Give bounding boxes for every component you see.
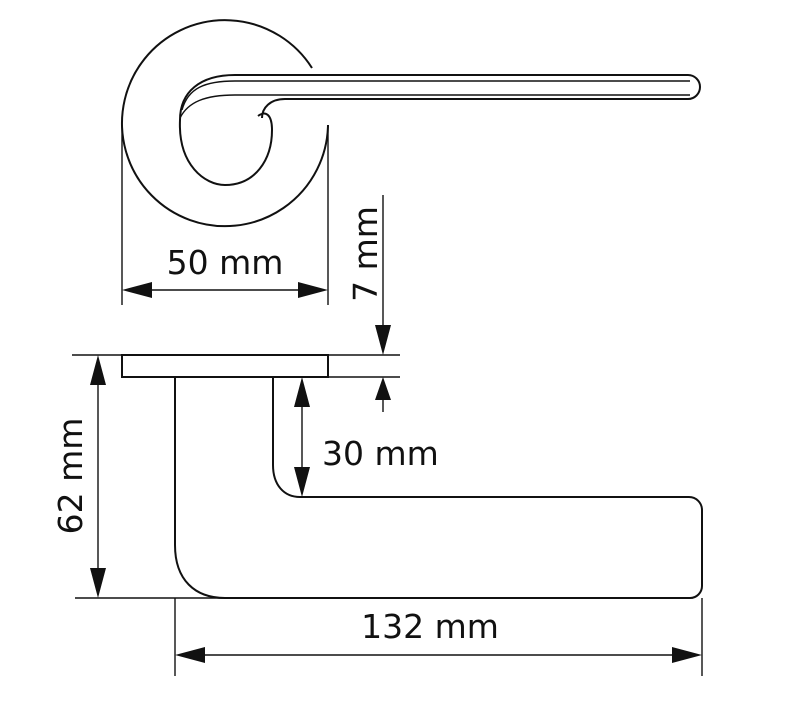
dimension-label-30: 30 mm (322, 434, 439, 473)
arrow-head (294, 467, 310, 497)
arrow-head (672, 647, 702, 663)
handle-lever-ridge-top (181, 80, 690, 111)
dimension-label-132: 132 mm (361, 607, 499, 646)
dimension-7mm: 7 mm (346, 195, 391, 412)
dimension-label-7: 7 mm (346, 206, 385, 302)
handle-side-outline (174, 377, 703, 599)
arrow-head (90, 568, 106, 598)
dimension-label-50: 50 mm (167, 243, 284, 282)
arrow-head (294, 377, 310, 407)
rosette-plate (121, 354, 329, 378)
arrow-head (175, 647, 205, 663)
handle-spiral-neck (178, 112, 274, 187)
front-view: 50 mm (121, 19, 701, 305)
arrow-head (122, 282, 152, 298)
arrow-head (375, 377, 391, 400)
side-view: 62 mm 30 mm 132 mm (51, 354, 703, 676)
handle-lever-outline (179, 74, 701, 121)
arrow-head (90, 355, 106, 385)
arrow-head (298, 282, 328, 298)
handle-lever-ridge-bottom (179, 94, 690, 119)
dimension-label-62: 62 mm (51, 418, 90, 535)
rosette-circle (121, 19, 329, 228)
arrow-head (375, 325, 391, 355)
